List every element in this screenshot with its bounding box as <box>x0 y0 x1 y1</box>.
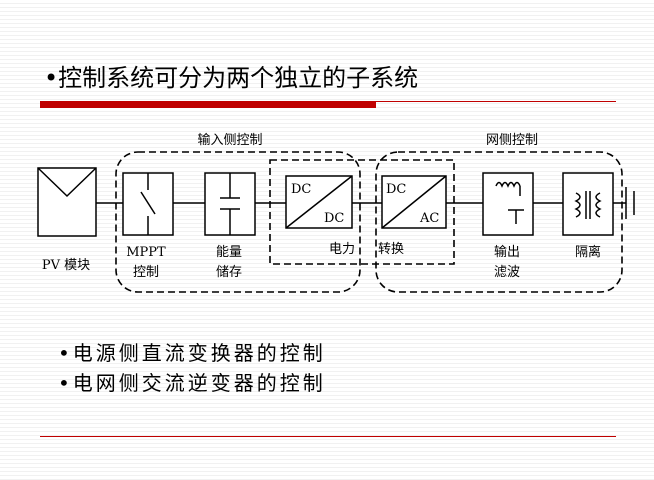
isolation-label: 隔离 <box>575 244 601 260</box>
footer-line <box>40 436 616 437</box>
power-label: 电力 <box>329 242 355 257</box>
mppt-control-label: 控制 <box>133 265 159 280</box>
grid-side-group-outline <box>375 151 623 293</box>
bullet-item: •电源侧直流变换器的控制 <box>58 341 326 365</box>
title-underline-line <box>376 101 616 102</box>
dcac-bottom-label: AC <box>419 211 439 226</box>
dcdc-top-label: DC <box>291 182 311 197</box>
isolation-transformer <box>562 172 614 236</box>
energy-storage-capacitor <box>204 172 256 236</box>
pv-module-label: PV 模块 <box>42 258 90 273</box>
conversion-label: 转换 <box>378 242 404 257</box>
storage-label-2: 储存 <box>216 265 242 280</box>
bullet-list: •电源侧直流变换器的控制 •电网侧交流逆变器的控制 <box>58 338 326 398</box>
slide-title: •控制系统可分为两个独立的子系统 <box>44 64 419 92</box>
bullet-item: •电网侧交流逆变器的控制 <box>58 371 326 395</box>
power-conversion-outline <box>269 159 455 265</box>
grid-side-label: 网侧控制 <box>486 133 538 148</box>
dcdc-bottom-label: DC <box>324 211 344 226</box>
pv-module <box>37 167 97 237</box>
dc-ac-inverter <box>381 175 447 229</box>
filter-label-2: 滤波 <box>494 265 520 280</box>
filter-label: 输出 <box>494 244 520 260</box>
input-side-group-outline <box>115 151 361 293</box>
storage-label: 能量 <box>216 245 242 260</box>
title-underline-bar <box>40 101 376 108</box>
mppt-label: MPPT <box>126 245 166 260</box>
output-filter <box>482 172 534 236</box>
dc-dc-converter <box>285 175 353 229</box>
dcac-top-label: DC <box>386 182 406 197</box>
input-side-label: 输入侧控制 <box>197 132 262 148</box>
mppt-switch <box>122 172 174 236</box>
